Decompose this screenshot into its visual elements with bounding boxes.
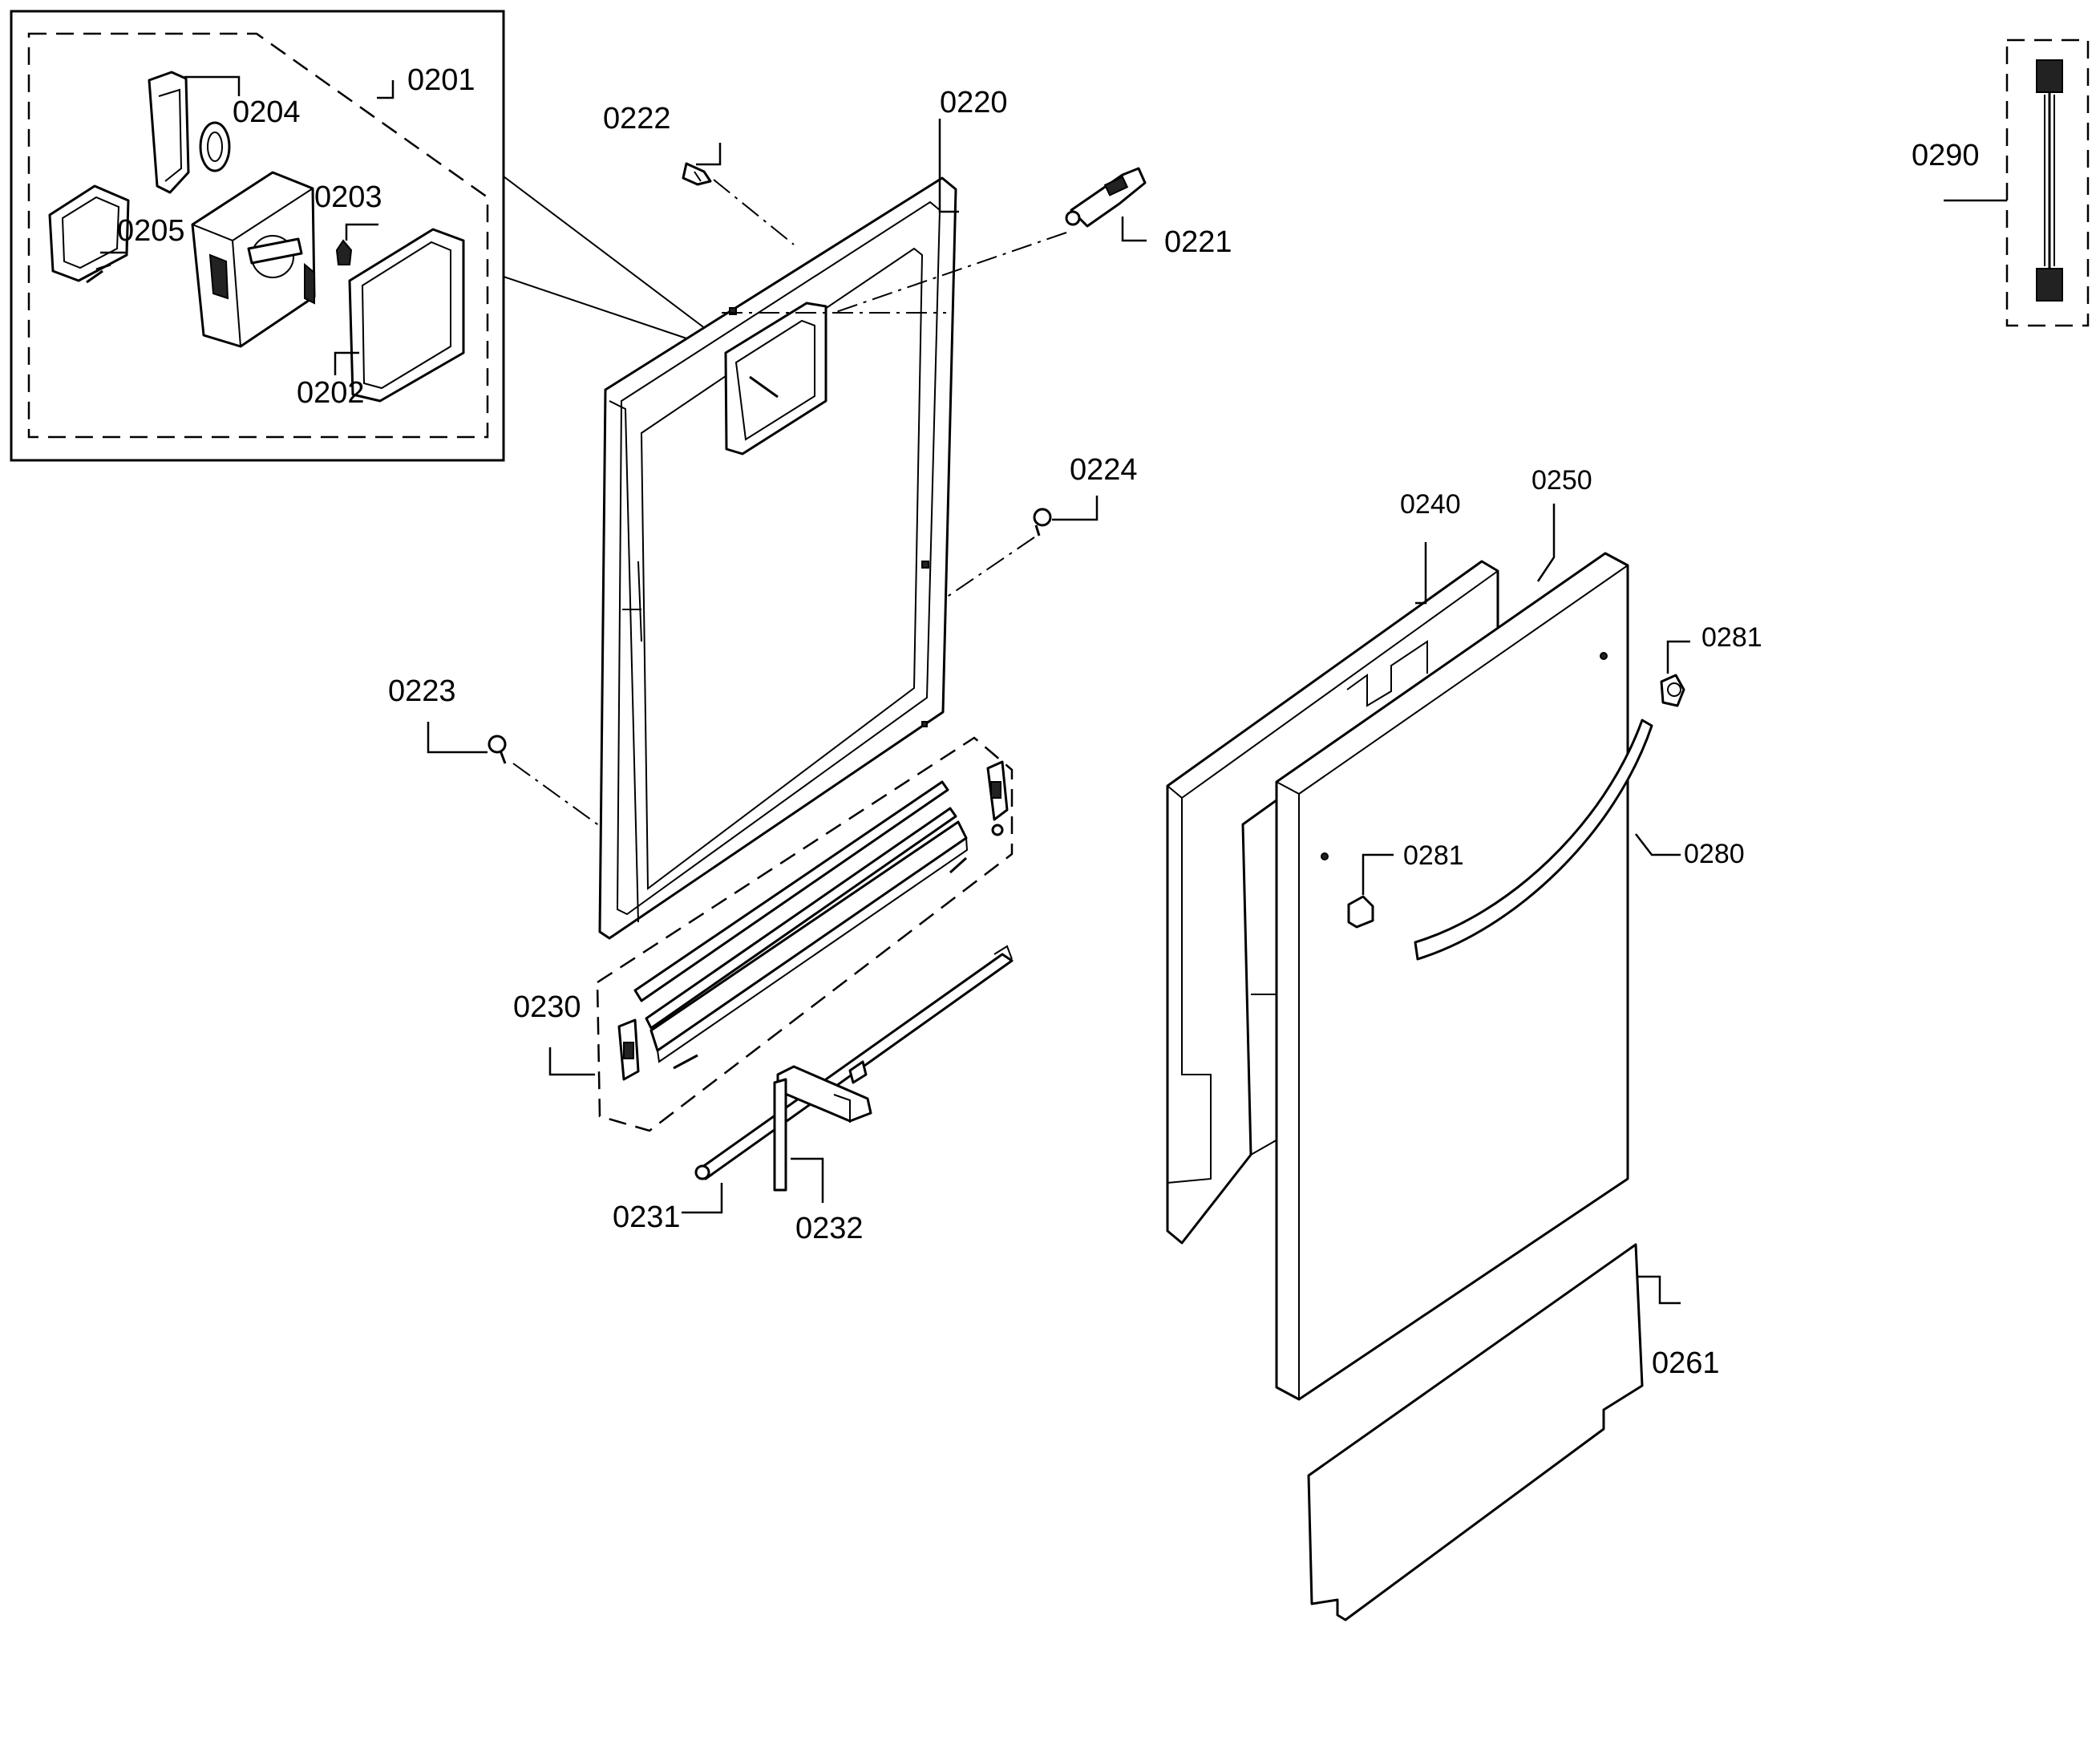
label-0201: 0201 [407,63,475,97]
part-0290-hose [2005,38,2090,327]
part-0221-clip [1065,167,1147,228]
part-0281-bracket-upper [1660,674,1685,707]
part-0202-gasket [348,228,465,403]
part-0232-bracket [773,1065,872,1192]
label-0222: 0222 [603,102,671,136]
part-0201-dispenser [191,171,316,348]
label-0220: 0220 [940,86,1008,119]
label-0230: 0230 [513,990,581,1024]
axis-0221 [833,232,1067,314]
label-0232: 0232 [795,1212,864,1245]
leader-lines [100,75,2007,1305]
label-0205: 0205 [117,214,185,248]
part-0281-bracket-lower [1347,895,1374,929]
label-0224: 0224 [1070,453,1138,487]
part-0261-toe-panel [1307,1243,1644,1621]
leader-0222-axis [713,179,795,245]
label-0240: 0240 [1400,489,1461,520]
axis-0223 [512,763,601,827]
label-0221: 0221 [1164,225,1232,259]
label-0281-upper: 0281 [1701,622,1762,653]
part-0280-handle [1414,719,1653,961]
label-0290: 0290 [1912,139,1980,172]
label-0280: 0280 [1684,839,1745,869]
label-0281-lower: 0281 [1403,840,1464,871]
part-0224-screw [1033,508,1052,536]
label-0204: 0204 [233,95,301,129]
part-0230-seal-group [596,736,1014,1132]
part-0223-screw [488,735,507,764]
label-0250: 0250 [1532,465,1592,496]
part-0203-screw [335,239,353,265]
inset-detail-box [10,10,706,462]
part-0204-air-vent [148,71,231,194]
part-0250-door-panel [1275,552,1629,1401]
label-0202: 0202 [297,376,365,410]
part-labels: 0201 0204 0203 0205 0202 0222 0220 0221 … [117,63,1980,1380]
part-0220-inner-door [598,176,957,940]
label-0223: 0223 [388,674,456,708]
part-0205-cover-plate [48,184,130,284]
label-0203: 0203 [314,180,382,214]
label-0231: 0231 [613,1200,681,1234]
axis-0224 [945,536,1035,598]
part-0222-screw [682,162,712,186]
label-0261: 0261 [1652,1346,1720,1380]
